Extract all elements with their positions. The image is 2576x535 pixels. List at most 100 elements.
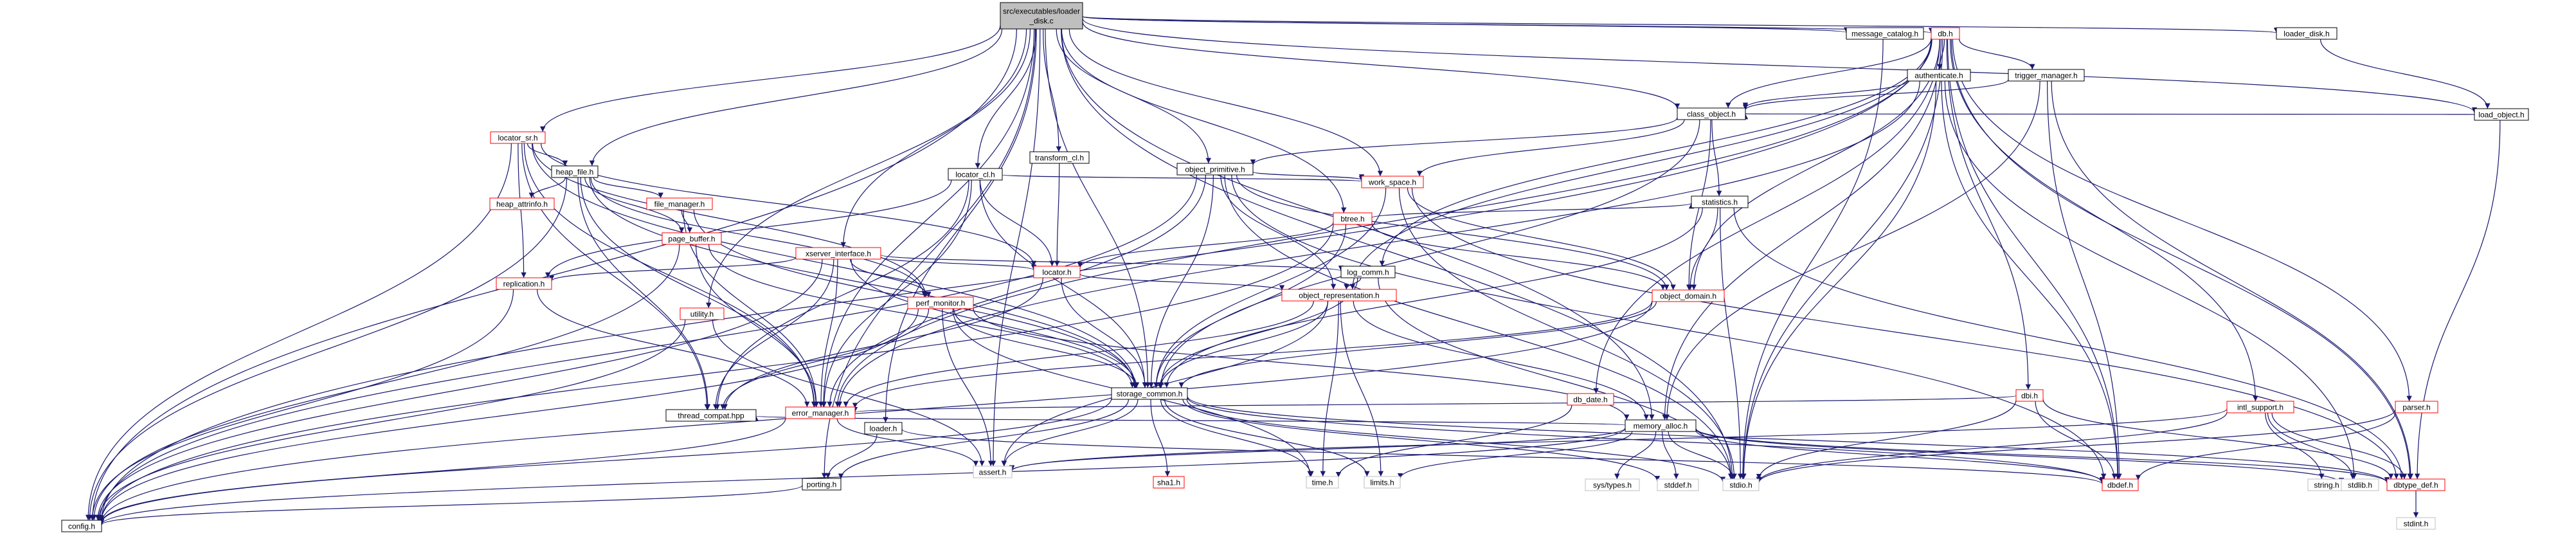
- node-box: [489, 197, 555, 210]
- node-memory-alloc[interactable]: memory_alloc.h: [1625, 419, 1697, 432]
- node-box: [1111, 387, 1188, 400]
- edge-db-to-dbi: [1946, 39, 2031, 390]
- node-time[interactable]: time.h: [1306, 476, 1339, 489]
- node-locator-sr[interactable]: locator_sr.h: [490, 131, 546, 144]
- edge-btree-to-locator: [1077, 222, 1334, 268]
- node-perf-monitor[interactable]: perf_monitor.h: [907, 296, 974, 309]
- node-root[interactable]: src/executables/loader_disk.c: [1000, 2, 1083, 30]
- edge-storage_common-to-sha1: [1150, 399, 1171, 477]
- edge-authenticate-to-stdio: [1741, 80, 1937, 480]
- node-trigger-manager[interactable]: trigger_manager.h: [2008, 69, 2085, 82]
- edge-message_catalog-to-stdio: [1740, 39, 1884, 480]
- edge-authenticate-to-dbdef: [1941, 80, 2121, 480]
- node-storage-common[interactable]: storage_common.h: [1111, 387, 1188, 400]
- node-dbdef[interactable]: dbdef.h: [2102, 478, 2139, 491]
- edge-storage_common-to-porting: [838, 399, 1129, 479]
- node-config[interactable]: config.h: [61, 520, 102, 532]
- node-box: [1907, 69, 1971, 82]
- edge-log_comm-to-object_representation: [1344, 277, 1362, 290]
- node-box: [1153, 476, 1185, 489]
- node-statistics[interactable]: statistics.h: [1691, 195, 1749, 208]
- node-label: stdint.h: [2404, 520, 2429, 529]
- node-parser[interactable]: parser.h: [2395, 401, 2438, 413]
- node-box: [646, 197, 713, 210]
- node-label: loader_disk.h: [2283, 30, 2329, 39]
- node-load-object[interactable]: load_object.h: [2474, 108, 2529, 121]
- node-class-object[interactable]: class_object.h: [1677, 107, 1746, 120]
- node-authenticate[interactable]: authenticate.h: [1907, 69, 1971, 82]
- edge-layer: [85, 15, 2501, 525]
- edge-object_primitive-to-storage_common: [1148, 174, 1214, 388]
- edge-db-to-object_representation: [1349, 39, 1932, 290]
- node-label: time.h: [1312, 478, 1333, 487]
- node-box: [948, 168, 1003, 181]
- edge-root-to-message_catalog: [1082, 16, 1849, 33]
- edge-xserver_interface-to-locator: [880, 257, 1037, 271]
- node-file-manager[interactable]: file_manager.h: [646, 197, 713, 210]
- edge-object_representation-to-time: [1320, 300, 1339, 477]
- node-utility[interactable]: utility.h: [680, 307, 725, 320]
- node-stddef[interactable]: stddef.h: [1657, 478, 1699, 491]
- node-assert[interactable]: assert.h: [973, 466, 1013, 478]
- node-object-primitive[interactable]: object_primitive.h: [1176, 163, 1254, 176]
- edge-db-to-db_date: [1593, 39, 1940, 394]
- node-dbi[interactable]: dbi.h: [2015, 389, 2044, 402]
- node-intl-support[interactable]: intl_support.h: [2226, 401, 2294, 413]
- node-label: string.h: [2314, 481, 2339, 490]
- edge-class_object-to-object_primitive: [1250, 117, 1678, 165]
- edge-root-to-btree: [1061, 28, 1347, 213]
- edge-object_representation-to-memory_alloc: [1353, 300, 1649, 421]
- node-page-buffer[interactable]: page_buffer.h: [662, 232, 722, 245]
- node-work-space[interactable]: work_space.h: [1361, 176, 1424, 188]
- node-box: [2395, 401, 2438, 413]
- node-db[interactable]: db.h: [1931, 27, 1960, 40]
- node-xserver-interface[interactable]: xserver_interface.h: [795, 247, 881, 260]
- node-label: loader.h: [870, 424, 897, 433]
- node-label: trigger_manager.h: [2015, 71, 2077, 80]
- node-string[interactable]: string.h: [2307, 478, 2346, 491]
- node-loader-disk[interactable]: loader_disk.h: [2276, 27, 2337, 40]
- node-porting[interactable]: porting.h: [802, 478, 842, 491]
- node-message-catalog[interactable]: message_catalog.h: [1846, 27, 1924, 40]
- edge-object_representation-to-storage_common: [1158, 300, 1329, 388]
- node-loader[interactable]: loader.h: [864, 422, 903, 435]
- node-db-date[interactable]: db_date.h: [1567, 393, 1614, 406]
- node-transform-cl[interactable]: transform_cl.h: [1029, 151, 1090, 164]
- node-heap-attrinfo[interactable]: heap_attrinfo.h: [489, 197, 555, 210]
- edge-heap_file-to-storage_common: [589, 177, 1137, 388]
- edge-intl_support-to-string: [2265, 412, 2325, 480]
- node-label: log_comm.h: [1347, 268, 1389, 277]
- node-thread-compat[interactable]: thread_compat.hpp: [665, 409, 757, 422]
- node-replication[interactable]: replication.h: [496, 277, 552, 290]
- edge-page_buffer-to-storage_common: [708, 244, 1135, 388]
- node-label: heap_file.h: [556, 168, 594, 177]
- edge-dbi-to-stdio: [1756, 399, 2017, 480]
- node-stdlib[interactable]: stdlib.h: [2341, 478, 2379, 491]
- node-object-representation[interactable]: object_representation.h: [1281, 289, 1397, 302]
- edge-storage_common-to-assert: [1001, 399, 1139, 467]
- edge-heap_file-to-heap_attrinfo: [528, 177, 566, 199]
- node-error-manager[interactable]: error_manager.h: [785, 406, 856, 419]
- edge-page_buffer-to-config: [91, 244, 680, 521]
- node-locator[interactable]: locator.h: [1033, 266, 1081, 278]
- node-locator-cl[interactable]: locator_cl.h: [948, 168, 1003, 181]
- edge-intl_support-to-stdio: [1756, 412, 2228, 482]
- node-label: locator_sr.h: [498, 134, 537, 143]
- node-dbtype-def[interactable]: dbtype_def.h: [2386, 478, 2445, 491]
- node-stdio[interactable]: stdio.h: [1722, 478, 1760, 491]
- node-box: [662, 232, 722, 245]
- node-stdint[interactable]: stdint.h: [2396, 517, 2436, 530]
- node-btree[interactable]: btree.h: [1333, 212, 1373, 225]
- node-heap-file[interactable]: heap_file.h: [551, 165, 599, 178]
- node-label: heap_attrinfo.h: [496, 200, 548, 209]
- edge-btree-to-object_domain: [1371, 222, 1666, 291]
- node-limits[interactable]: limits.h: [1364, 476, 1401, 489]
- edge-storage_common-to-stddef: [1182, 399, 1661, 482]
- node-log-comm[interactable]: log_comm.h: [1340, 266, 1396, 278]
- node-object-domain[interactable]: object_domain.h: [1652, 289, 1725, 302]
- node-sha1[interactable]: sha1.h: [1153, 476, 1185, 489]
- edge-heap_file-to-config: [87, 177, 568, 521]
- node-label: utility.h: [690, 310, 714, 319]
- node-sys-types[interactable]: sys/types.h: [1585, 478, 1640, 491]
